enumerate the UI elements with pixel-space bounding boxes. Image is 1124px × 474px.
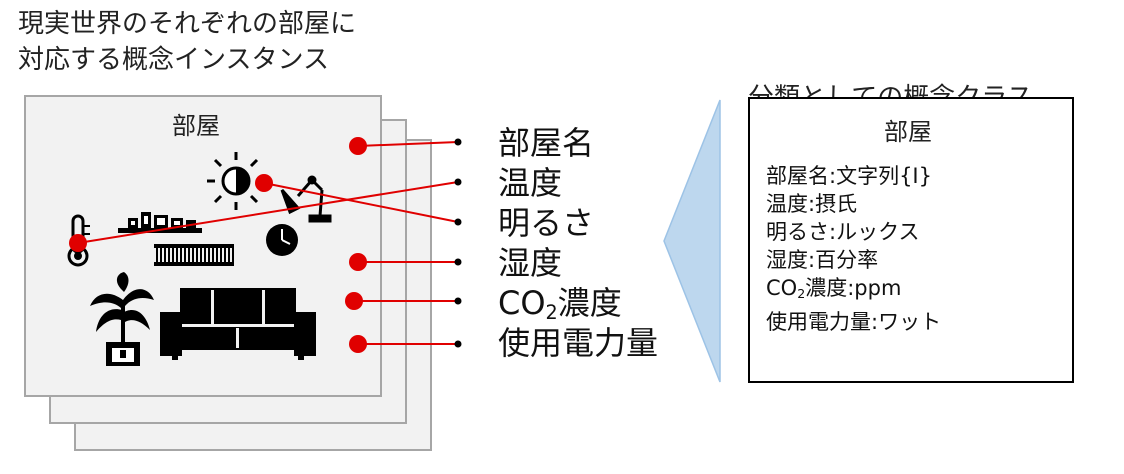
radiator-fin: [200, 248, 202, 262]
radiator-fin: [192, 248, 194, 262]
connector-co2-end: [454, 297, 462, 305]
radiator-fin: [160, 248, 162, 262]
connector-room-name-line: [357, 141, 459, 147]
class-attr-brightness: 明るさ:ルックス: [766, 220, 920, 244]
class-attribute-list: 部屋名:文字列{I} 温度:摂氏 明るさ:ルックス 湿度:百分率 CO2濃度:p…: [766, 162, 941, 336]
co2-main: CO: [498, 284, 546, 322]
radiator-fin: [164, 248, 166, 262]
property-label-temperature: 温度: [498, 164, 563, 202]
connector-humidity-end: [454, 258, 462, 266]
connector-power-dot: [349, 335, 367, 353]
radiator-fin: [228, 248, 230, 262]
connector-humidity-dot: [349, 253, 367, 271]
instantiation-arrow: [663, 99, 721, 383]
sofa-icon: [160, 288, 316, 360]
connector-room-name-dot: [349, 137, 367, 155]
instance-caption-line1: 現実世界のそれぞれの部屋に: [18, 9, 357, 39]
connector-temperature-end: [454, 178, 462, 186]
radiator-fin: [168, 248, 170, 262]
class-attr-temperature: 温度:摂氏: [766, 192, 858, 216]
property-label-room-name: 部屋名: [498, 124, 595, 162]
connector-room-name-end: [454, 138, 462, 146]
class-attr-humidity: 湿度:百分率: [766, 248, 879, 272]
connector-lines: [69, 137, 462, 353]
radiator-fin: [188, 248, 190, 262]
room-card-title: 部屋: [172, 112, 220, 140]
radiator-icon: [154, 244, 234, 266]
instance-caption: 現実世界のそれぞれの部屋に 対応する概念インスタンス: [18, 6, 356, 78]
radiator-fin: [196, 248, 198, 262]
connector-temperature-dot: [69, 234, 87, 252]
sun-icon: [207, 152, 265, 210]
class-box-title: 部屋: [884, 118, 932, 146]
radiator-fin: [212, 248, 214, 262]
connector-brightness-dot: [255, 174, 273, 192]
radiator-fin: [156, 248, 158, 262]
property-label-co2: CO2濃度: [498, 283, 622, 333]
radiator-fin: [224, 248, 226, 262]
property-label-humidity: 湿度: [498, 244, 563, 282]
property-label-power: 使用電力量: [498, 324, 659, 362]
radiator-fin: [216, 248, 218, 262]
class-attr-room-name: 部屋名:文字列{I}: [766, 164, 932, 188]
class-box: [748, 97, 1074, 383]
radiator-fin: [204, 248, 206, 262]
radiator-fin: [176, 248, 178, 262]
radiator-fin: [184, 248, 186, 262]
co2-sub: 2: [545, 300, 558, 324]
co2-rest: 濃度: [557, 284, 622, 322]
instance-caption-line2: 対応する概念インスタンス: [18, 45, 329, 75]
connector-co2-dot: [345, 292, 363, 310]
class-attr-co2: CO2濃度:ppm: [766, 276, 902, 302]
radiator-fin: [220, 248, 222, 262]
radiator-fin: [232, 248, 234, 262]
connector-brightness-end: [454, 218, 462, 226]
radiator-fin: [172, 248, 174, 262]
property-label-brightness: 明るさ: [498, 204, 595, 242]
radiator-fin: [208, 248, 210, 262]
connector-temperature-line: [77, 181, 459, 244]
clock-icon: [266, 224, 298, 256]
connector-brightness-line: [263, 182, 459, 223]
class-attr-power: 使用電力量:ワット: [766, 310, 942, 335]
radiator-fin: [180, 248, 182, 262]
plant-icon: [90, 272, 154, 366]
connector-power-end: [454, 340, 462, 348]
